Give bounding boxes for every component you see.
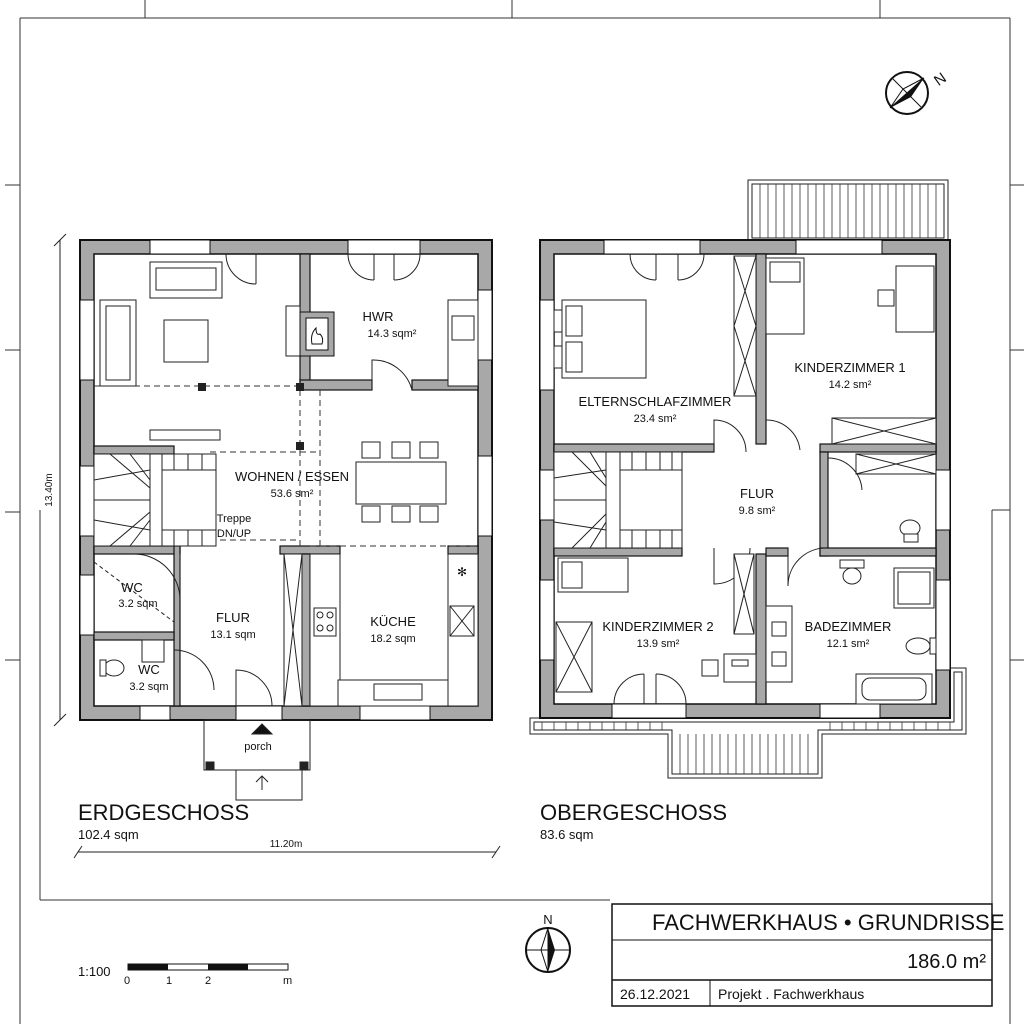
porch-label: porch [244,741,272,753]
staircase-ground [93,453,217,547]
upper-floor-area: 83.6 sqm [540,827,593,842]
compass-top-icon: N [885,69,950,115]
sheet-frame [5,0,1024,1024]
compass-top-label: N [931,69,950,89]
ground-floor-area: 102.4 sqm [78,827,139,842]
room-area-kinderzimmer-2: 13.9 sm² [637,638,680,650]
room-name-kinderzimmer-2: KINDERZIMMER 2 [602,619,713,634]
stair-label: Treppe [217,513,251,525]
room-area-badezimmer: 12.1 sm² [827,638,870,650]
room-name-wohnen: WOHNEN / ESSEN [235,469,349,484]
upper-floor-title: OBERGESCHOSS [540,800,727,825]
scale-tick-unit: m [283,975,292,987]
room-area-hwr: 14.3 sqm² [368,328,417,340]
room-name-flur-upper: FLUR [740,486,774,501]
room-area-wc-1: 3.2 sqm [118,598,157,610]
ground-floor-dimensions [53,233,501,859]
room-name-badezimmer: BADEZIMMER [805,619,892,634]
room-name-kueche: KÜCHE [370,614,416,629]
room-area-elternschlafzimmer: 23.4 sm² [634,413,677,425]
stair-direction: DN/UP [217,528,251,540]
scale-bar: 1:100 0 1 2 m [78,963,292,987]
ground-floor-plan: ✻ [79,239,493,801]
title-block-date: 26.12.2021 [620,986,690,1002]
upper-floor-plan [529,179,967,779]
room-name-flur: FLUR [216,610,250,625]
upper-floor-labels: ELTERNSCHLAFZIMMER 23.4 sm² KINDERZIMMER… [579,360,906,650]
porch [203,719,311,801]
room-name-elternschlafzimmer: ELTERNSCHLAFZIMMER [579,394,732,409]
scale-tick-0: 0 [124,975,130,987]
room-name-hwr: HWR [362,309,393,324]
room-area-wohnen: 53.6 sm² [271,488,314,500]
north-arrow-icon: N [525,912,571,973]
ground-floor-labels: HWR 14.3 sqm² WOHNEN / ESSEN 53.6 sm² WC… [118,309,416,753]
room-area-wc-2: 3.2 sqm [129,681,168,693]
staircase-upper [553,451,683,549]
ground-floor-title: ERDGESCHOSS [78,800,249,825]
room-name-kinderzimmer-1: KINDERZIMMER 1 [794,360,905,375]
room-area-flur-upper: 9.8 sm² [739,505,776,517]
room-area-flur: 13.1 sqm [210,629,255,641]
room-area-kinderzimmer-1: 14.2 sm² [829,379,872,391]
room-name-wc-2: WC [138,662,160,677]
room-area-kueche: 18.2 sqm [370,633,415,645]
title-block-project: Projekt . Fachwerkhaus [718,986,864,1002]
scale-tick-1: 1 [166,975,172,987]
title-block-area: 186.0 m² [907,951,986,973]
fireplace-icon [299,311,335,357]
depth-dimension: 13.40m [44,473,55,506]
width-dimension: 11.20m [270,839,303,850]
svg-text:✻: ✻ [457,565,467,579]
north-label: N [543,912,552,927]
scale-tick-2: 2 [205,975,211,987]
scale-ratio: 1:100 [78,964,111,979]
room-name-wc-1: WC [121,580,143,595]
title-block-title: FACHWERKHAUS • GRUNDRISSE [652,910,1004,935]
title-block: FACHWERKHAUS • GRUNDRISSE 186.0 m² 26.12… [611,903,1004,1007]
